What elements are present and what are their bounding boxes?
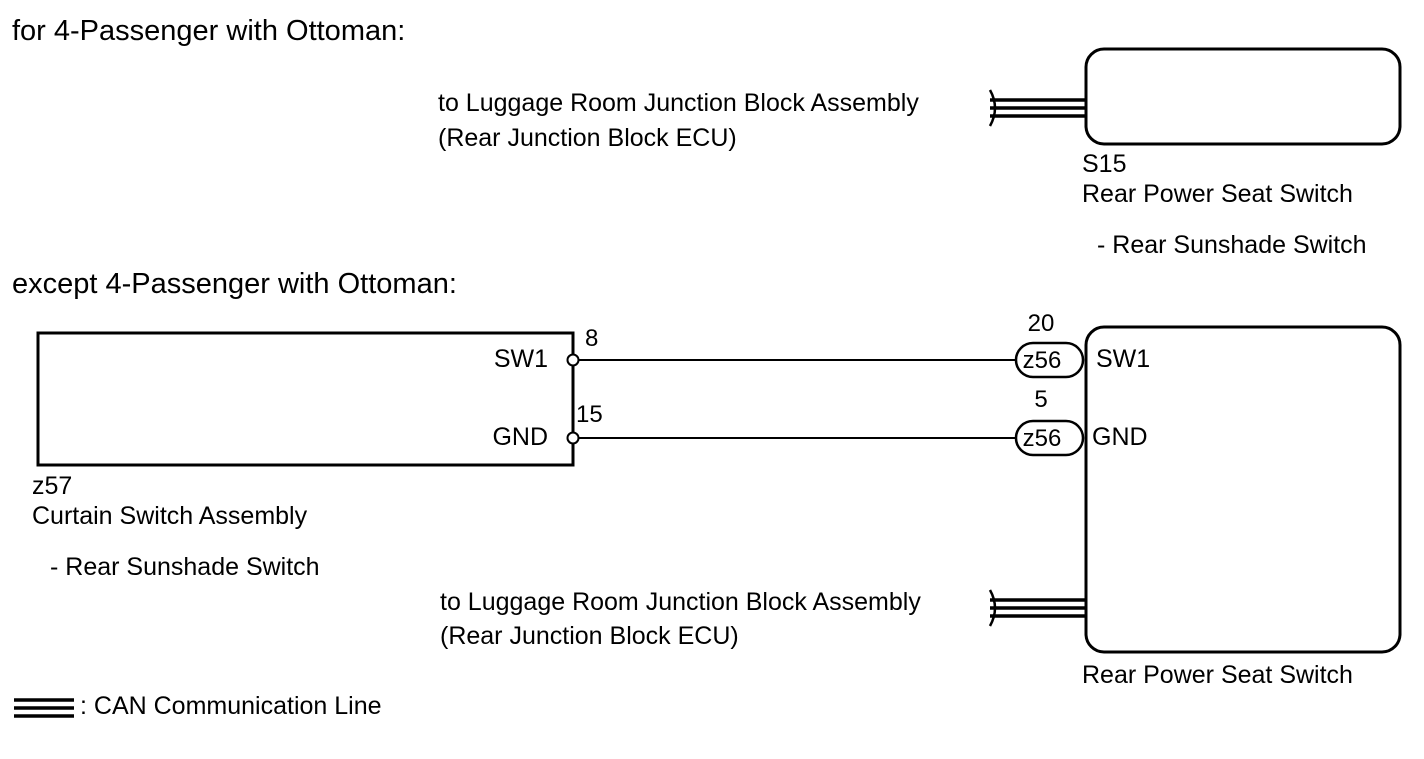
- rear-power-seat-switch-box: [1084, 325, 1402, 654]
- heading-top: for 4-Passenger with Ottoman:: [12, 15, 405, 47]
- right-component-name: Rear Power Seat Switch: [1082, 661, 1353, 689]
- left-pin-gnd-number: 15: [576, 401, 603, 428]
- bottom-can-cable: [988, 589, 1086, 627]
- right-pin-gnd-label: GND: [1092, 423, 1148, 451]
- left-pin-gnd-label: GND: [492, 423, 548, 451]
- top-can-cable: [988, 89, 1086, 127]
- left-terminal-sw1: [566, 353, 580, 367]
- left-component-sub: - Rear Sunshade Switch: [50, 553, 320, 581]
- top-rear-power-seat-switch-box: [1084, 47, 1402, 146]
- can-line-legend-icon: [14, 698, 74, 718]
- left-component-code: z57: [32, 472, 72, 500]
- curtain-switch-assembly-box: [36, 331, 575, 467]
- left-pin-sw1-label: SW1: [494, 345, 548, 373]
- connector-z56-gnd-label: z56: [1023, 425, 1062, 452]
- right-pin-sw1-label: SW1: [1096, 345, 1150, 373]
- top-component-name: Rear Power Seat Switch: [1082, 180, 1353, 208]
- left-terminal-gnd: [566, 431, 580, 445]
- legend-text: : CAN Communication Line: [80, 692, 382, 720]
- heading-bottom: except 4-Passenger with Ottoman:: [12, 268, 457, 300]
- top-component-sub: - Rear Sunshade Switch: [1097, 231, 1367, 259]
- left-component-name: Curtain Switch Assembly: [32, 502, 308, 530]
- top-destination-line2: (Rear Junction Block ECU): [438, 124, 737, 152]
- bottom-destination-line2: (Rear Junction Block ECU): [440, 622, 739, 650]
- connector-z56-sw1: [1014, 341, 1085, 379]
- right-pin-sw1-number: 20: [1028, 310, 1055, 337]
- top-component-code: S15: [1082, 150, 1126, 178]
- left-pin-sw1-number: 8: [585, 325, 598, 352]
- top-destination-line1: to Luggage Room Junction Block Assembly: [438, 89, 919, 117]
- right-pin-gnd-number: 5: [1034, 386, 1047, 413]
- connector-z56-sw1-label: z56: [1023, 347, 1062, 374]
- bottom-destination-line1: to Luggage Room Junction Block Assembly: [440, 588, 921, 616]
- connector-z56-gnd: [1014, 419, 1085, 457]
